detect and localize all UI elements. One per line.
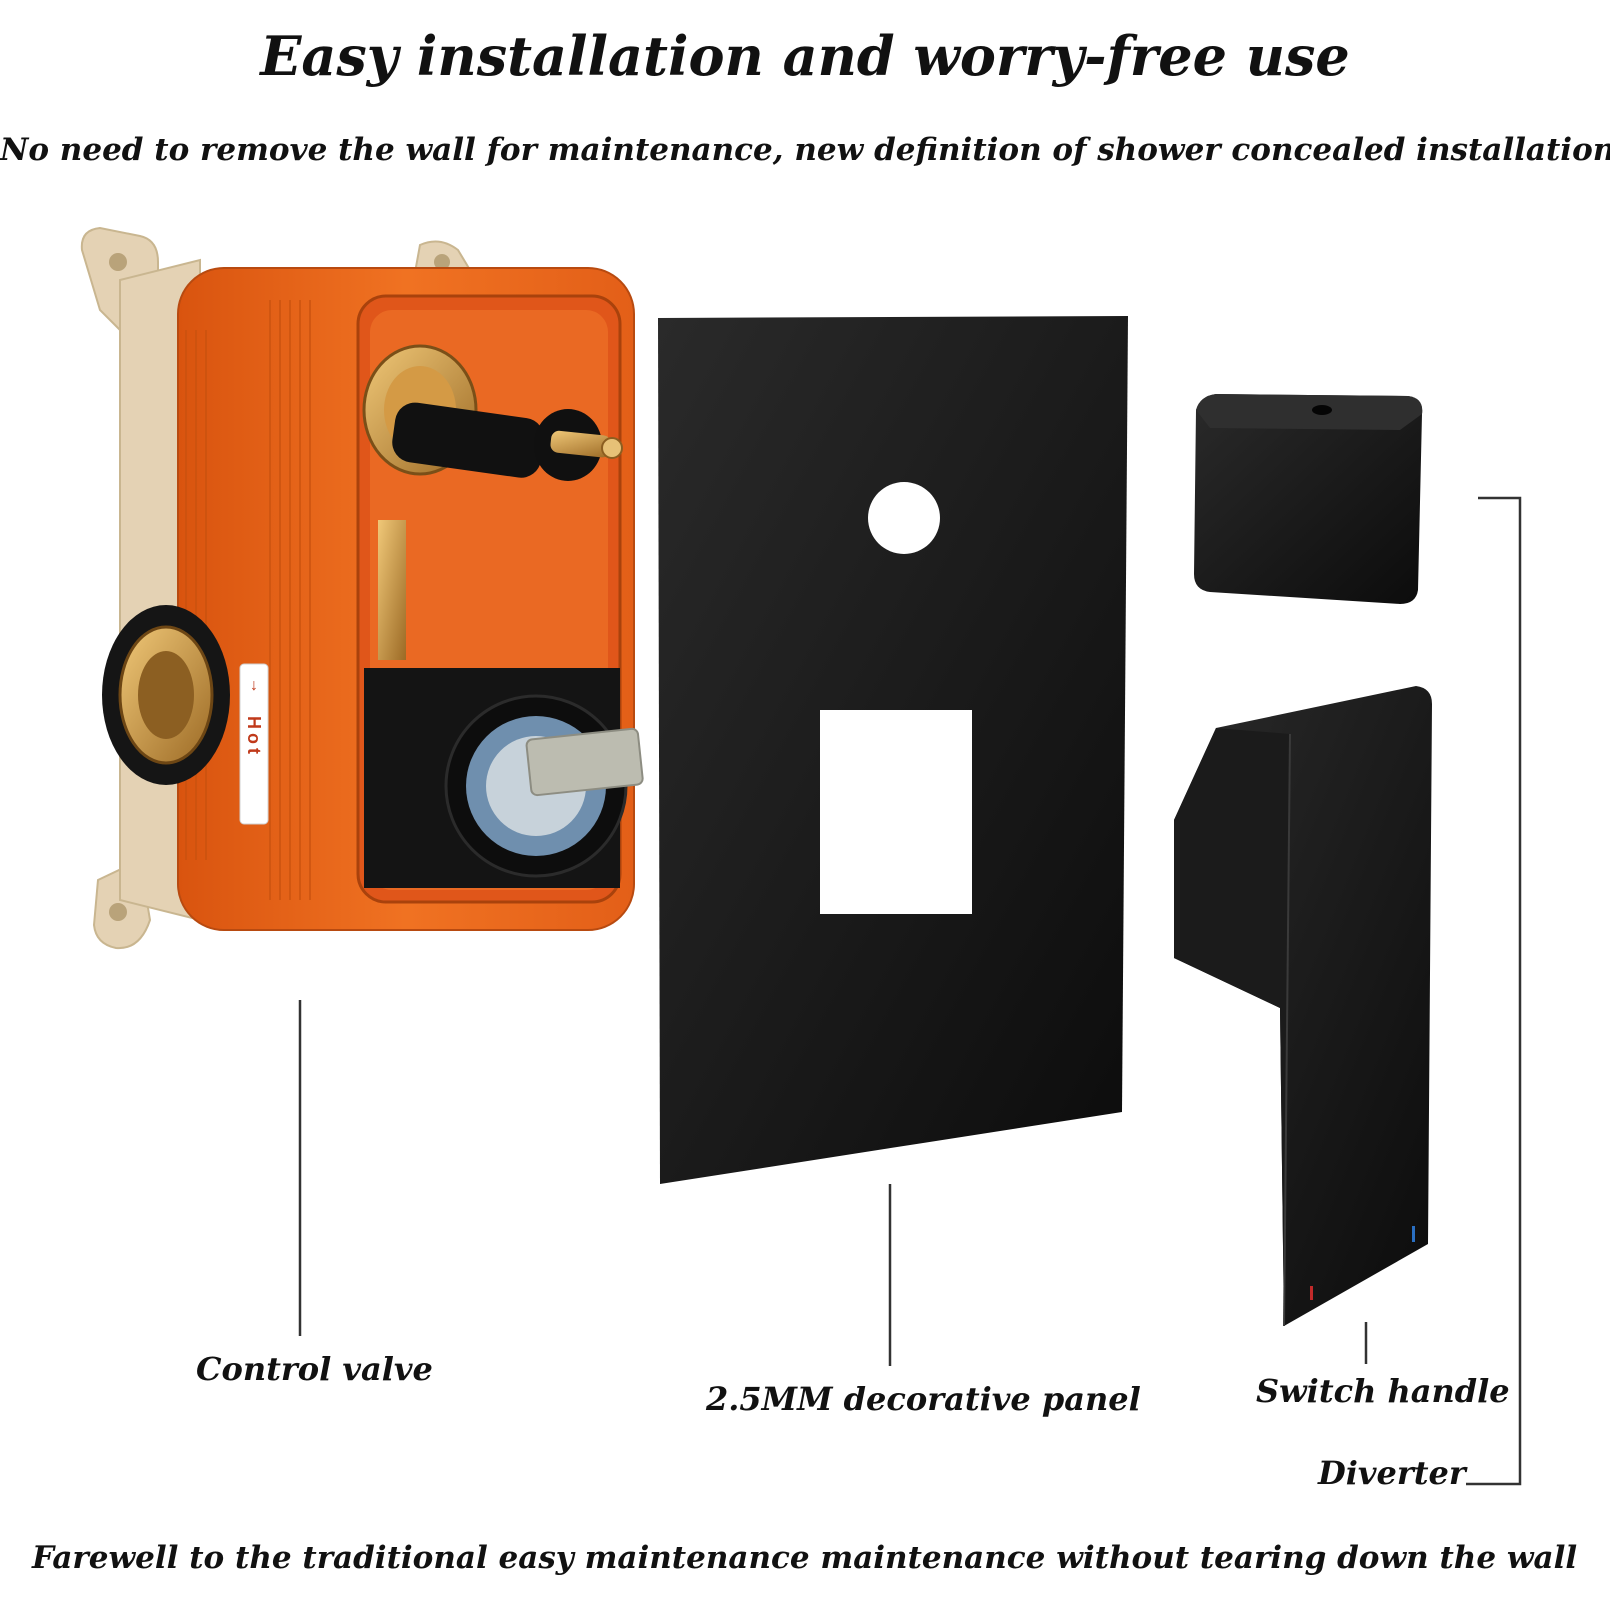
diverter-knob-image: [1194, 394, 1423, 604]
leader-lines: [298, 496, 1522, 1486]
panel-square-opening: [820, 710, 972, 914]
side-inlet: [102, 605, 230, 785]
footer-caption: Farewell to the traditional easy mainten…: [32, 1540, 1578, 1576]
decorative-panel-image: [658, 316, 1128, 1184]
label-decorative-panel: 2.5MM decorative panel: [706, 1380, 1141, 1418]
page-title: Easy installation and worry-free use: [260, 24, 1350, 88]
label-switch-handle: Switch handle: [1256, 1372, 1510, 1410]
label-diverter: Diverter: [1318, 1454, 1466, 1492]
cartridge-block: [364, 668, 644, 888]
hot-label: ↓ Hot: [239, 663, 269, 825]
panel-round-hole: [868, 482, 940, 554]
switch-handle-image: [1174, 686, 1432, 1327]
hot-label-text: Hot: [244, 716, 264, 758]
svg-text:↓: ↓: [250, 677, 258, 694]
control-valve-image: ↓ Hot: [80, 226, 644, 950]
brass-spindle: [362, 344, 623, 660]
page-subtitle: No need to remove the wall for maintenan…: [0, 132, 1610, 168]
label-control-valve: Control valve: [196, 1350, 433, 1388]
